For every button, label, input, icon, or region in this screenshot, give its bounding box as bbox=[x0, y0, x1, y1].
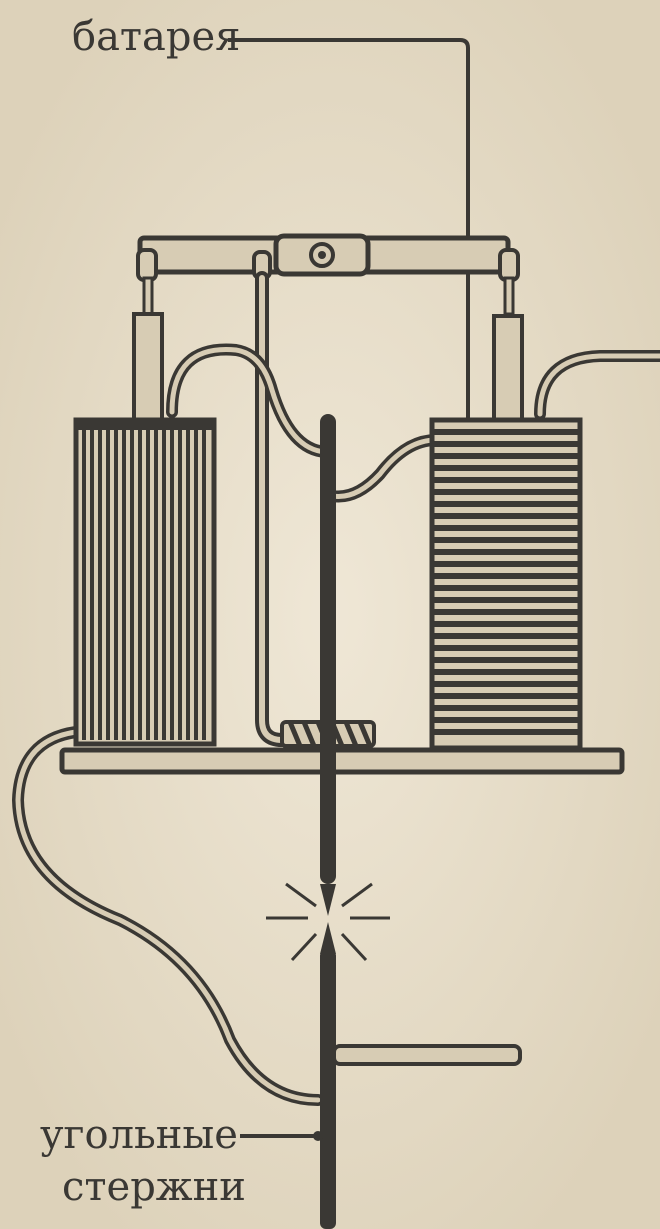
carbon-rods-label-line-1: угольные bbox=[40, 1112, 246, 1158]
left-battery-cell bbox=[76, 420, 214, 744]
carbon-rods-label-line-2: стержни bbox=[40, 1164, 246, 1210]
base-plate bbox=[62, 750, 622, 772]
top-crossbar bbox=[140, 236, 508, 274]
right-battery-cell bbox=[432, 420, 580, 748]
rod-holder-arm bbox=[334, 1046, 520, 1064]
carbon-rods-pointer-dot bbox=[313, 1131, 323, 1141]
right-terminal bbox=[494, 250, 522, 420]
carbon-rods-label: угольные стержни bbox=[40, 1112, 246, 1210]
lower-carbon-rod bbox=[320, 922, 336, 1229]
battery-label: батарея bbox=[72, 14, 240, 60]
left-terminal bbox=[134, 250, 162, 420]
upper-carbon-rod bbox=[320, 414, 336, 916]
